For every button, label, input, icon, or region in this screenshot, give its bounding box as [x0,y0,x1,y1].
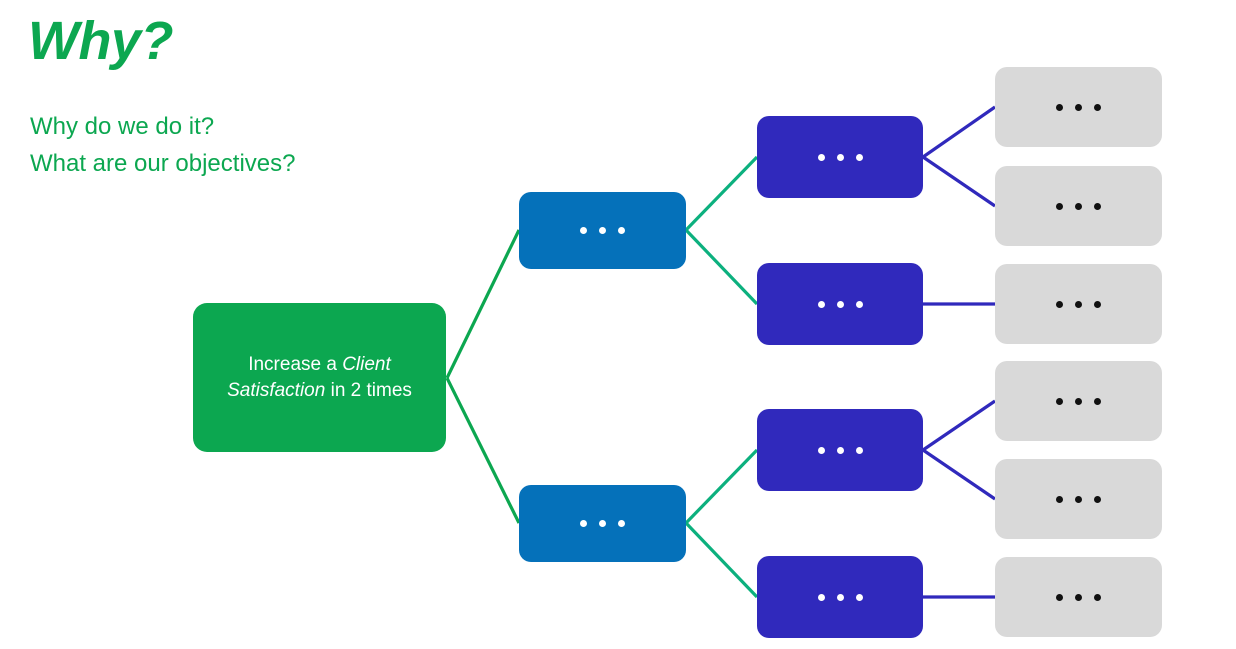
subtitle-block: Why do we do it? What are our objectives… [30,108,590,182]
dot-3 [855,153,863,161]
node-l3-e[interactable] [995,459,1162,539]
dot-1 [1056,300,1063,308]
node-l3-b[interactable] [995,166,1162,246]
dot-3 [1094,202,1101,210]
node-l2-a[interactable] [757,116,923,198]
dot-2 [1075,103,1082,111]
dot-1 [817,153,825,161]
placeholder-dots-icon [1056,300,1101,308]
dot-2 [599,520,606,527]
dot-3 [1094,495,1101,503]
placeholder-dots-icon [1056,593,1101,601]
placeholder-dots-icon [817,153,863,161]
dot-1 [817,300,825,308]
dot-1 [580,227,587,234]
dot-2 [1075,397,1082,405]
dot-3 [855,593,863,601]
dot-2 [1075,593,1082,601]
dot-1 [1056,202,1063,210]
placeholder-dots-icon [817,446,863,454]
dot-3 [855,300,863,308]
dot-3 [1094,300,1101,308]
root-label-prefix: Increase a [248,353,343,375]
node-l3-d[interactable] [995,361,1162,441]
subtitle-line-2: What are our objectives? [30,150,296,177]
node-l2-b[interactable] [757,263,923,345]
dot-1 [817,446,825,454]
placeholder-dots-icon [580,520,625,527]
dot-1 [1056,103,1063,111]
dot-1 [1056,397,1063,405]
node-l1-b[interactable] [519,485,686,562]
node-l2-d[interactable] [757,556,923,638]
connector-l2-c-to-l3-d [922,399,996,452]
dot-3 [855,446,863,454]
dot-2 [599,227,606,234]
connector-root-to-l1-b [445,377,521,524]
placeholder-dots-icon [1056,397,1101,405]
connector-l1-b-to-l2-c [684,448,759,525]
dot-3 [618,520,625,527]
placeholder-dots-icon [1056,495,1101,503]
connector-root-to-l1-a [445,229,521,379]
node-l1-a[interactable] [519,192,686,269]
node-root-objective[interactable]: Increase a Client Satisfaction in 2 time… [193,303,446,452]
dot-1 [580,520,587,527]
dot-3 [1094,593,1101,601]
connector-l1-a-to-l2-b [684,228,759,306]
dot-3 [1094,397,1101,405]
dot-2 [1075,202,1082,210]
dot-2 [836,153,844,161]
root-label-emphasis: Client Satisfaction [227,353,391,401]
node-l2-c[interactable] [757,409,923,491]
page-title: Why? [28,11,173,71]
node-l3-a[interactable] [995,67,1162,147]
dot-1 [817,593,825,601]
dot-1 [1056,495,1063,503]
dot-2 [836,593,844,601]
placeholder-dots-icon [580,227,625,234]
dot-2 [836,446,844,454]
node-root-label: Increase a Client Satisfaction in 2 time… [193,352,446,404]
subtitle-line-1: Why do we do it? [30,113,215,140]
connector-l2-a-to-l3-b [922,155,996,208]
connector-l2-c-to-l3-e [922,448,996,501]
dot-2 [836,300,844,308]
dot-3 [618,227,625,234]
dot-2 [1075,495,1082,503]
placeholder-dots-icon [1056,103,1101,111]
node-l3-f[interactable] [995,557,1162,637]
placeholder-dots-icon [817,300,863,308]
placeholder-dots-icon [1056,202,1101,210]
placeholder-dots-icon [817,593,863,601]
node-l3-c[interactable] [995,264,1162,344]
dot-1 [1056,593,1063,601]
root-label-suffix: in 2 times [325,379,412,401]
connector-l2-a-to-l3-a [922,105,996,159]
connector-l1-b-to-l2-d [684,521,759,599]
title-block: Why? [28,14,548,68]
dot-3 [1094,103,1101,111]
dot-2 [1075,300,1082,308]
connector-l1-a-to-l2-a [684,155,759,232]
